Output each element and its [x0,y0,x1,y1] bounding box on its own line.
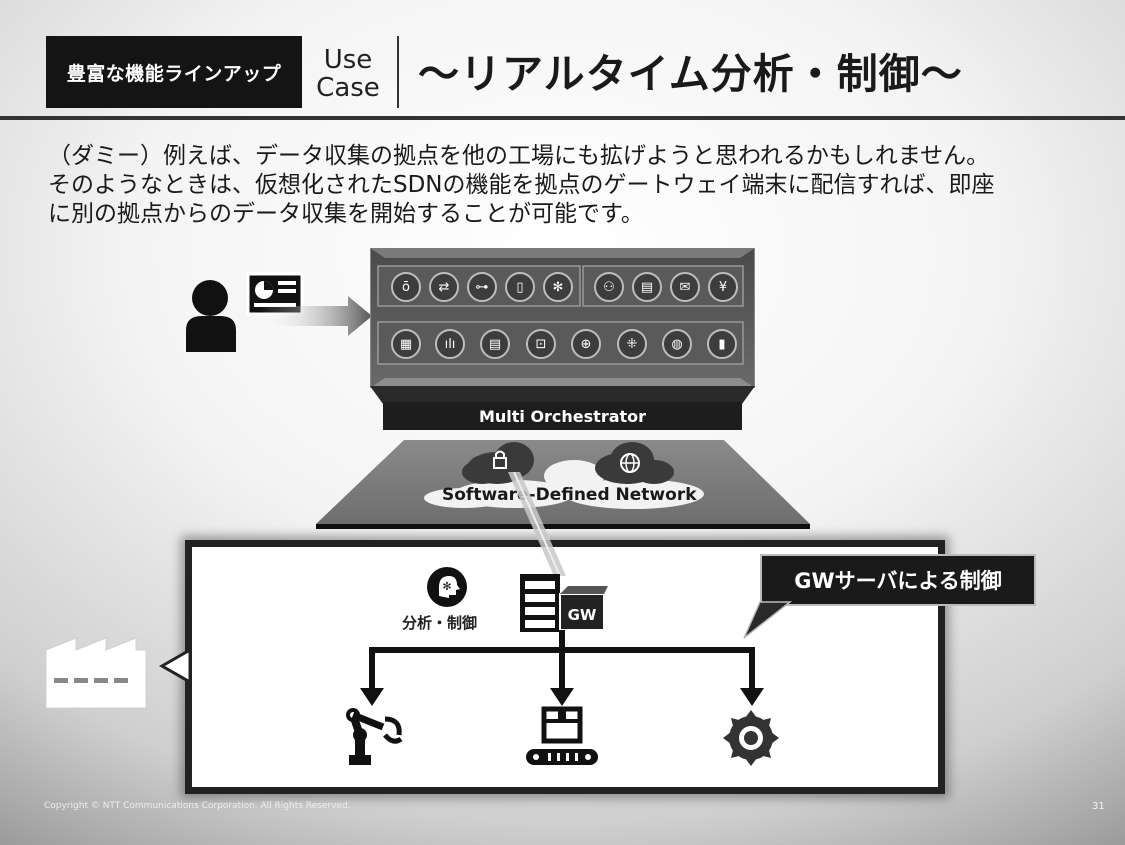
use-case-line2: Case [316,73,380,103]
header-rule [0,116,1125,120]
body-paragraph: （ダミー）例えば、データ収集の拠点を他の工場にも拡げようと思われるかもしれません… [48,142,1088,229]
multi-orchestrator-label: Multi Orchestrator [383,402,742,430]
category-badge: 豊富な機能ラインアップ [46,36,302,108]
page-number: 31 [1092,801,1105,812]
sdn-label: Software-Defined Network [442,485,697,505]
analysis-brain-icon: ✻ [427,567,467,607]
robot-arm-icon [346,708,403,765]
yen-icon: ¥ [708,272,738,302]
callout-pointer [743,601,793,639]
document-icon: ▤ [632,272,662,302]
analysis-control-label: 分析・制御 [402,614,478,632]
copyright-text: Copyright © NTT Communications Corporati… [44,801,351,811]
globe-icon: ⊕ [571,329,601,359]
svg-text:✻: ✻ [442,580,451,593]
lock-icon: ⊡ [526,329,556,359]
brain-icon: ✻ [543,272,573,302]
admin-user-icon [186,272,372,352]
sdn-platform [316,440,810,529]
use-case-label: Use Case [307,40,389,108]
header-divider [397,36,399,108]
gw-tag: GW [568,606,597,624]
money-bag-icon: ō [391,272,421,302]
control-distribution-arrows [360,630,764,706]
orchestrator-bevel [370,386,755,404]
key-icon: ⊶ [467,272,497,302]
users-icon: ⚇ [594,272,624,302]
list-icon: ▤ [480,329,510,359]
tablet-icon: ▮ [707,329,737,359]
use-case-line1: Use [323,45,373,75]
page-title: 〜リアルタイム分析・制御〜 [418,50,963,98]
phone-icon: ▯ [505,272,535,302]
body-line-1: （ダミー）例えば、データ収集の拠点を他の工場にも拡げようと思われるかもしれません… [48,143,990,169]
body-line-3: に別の拠点からのデータ収集を開始することが可能です。 [48,201,644,227]
network-icon: ⁜ [617,329,647,359]
orchestrator-panel [370,248,755,388]
gw-control-callout: GWサーバによる制御 [762,556,1034,604]
chart-icon: ılı [435,329,465,359]
mail-icon: ✉ [670,272,700,302]
connection-beam [508,472,566,577]
saw-blade-icon [723,710,779,766]
gw-server-icon: GW [520,574,608,632]
sync-icon: ⇄ [429,272,459,302]
conveyor-box-icon [526,706,598,765]
sphere-icon: ◍ [662,329,692,359]
body-line-2: そのようなときは、仮想化されたSDNの機能を拠点のゲートウェイ端末に配信すれば、… [48,172,995,198]
factory-building-icon [45,637,192,709]
flow-arrow [260,296,372,336]
grid-icon: ▦ [391,329,421,359]
